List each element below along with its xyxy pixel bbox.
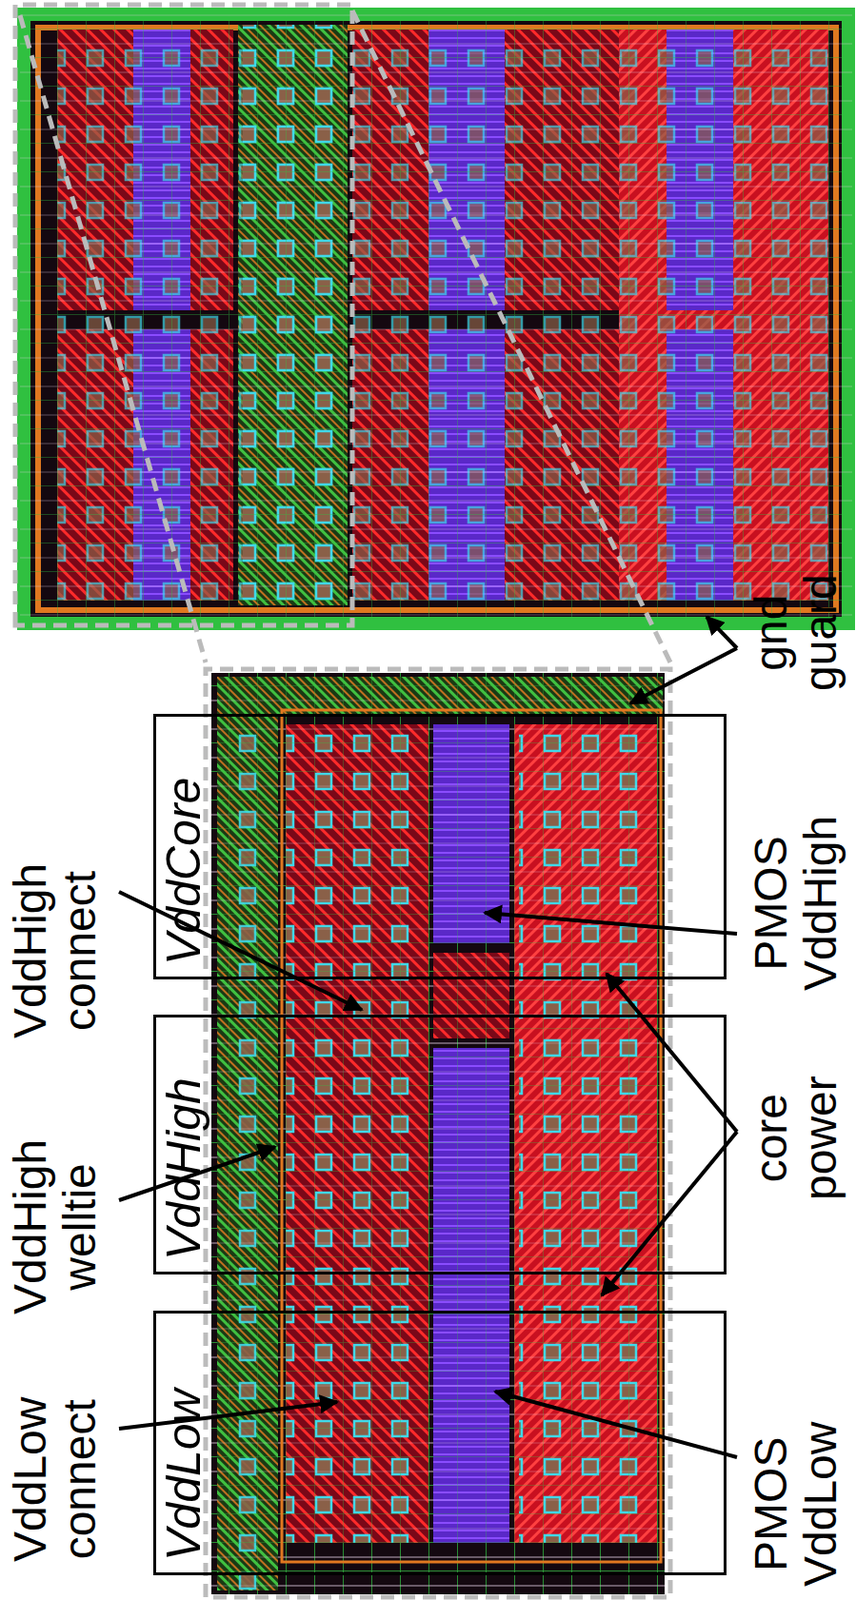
callout-label: VddHigh connect <box>5 863 105 1039</box>
region-label: VddCore <box>156 766 213 977</box>
callout-label: PMOS VddLow <box>746 1422 846 1588</box>
supply-region-box: VddCore <box>153 714 727 980</box>
callout-label: core power <box>746 1075 846 1201</box>
callout-text: VddHigh connect <box>5 863 105 1039</box>
callout-label: PMOS VddHigh <box>746 816 846 992</box>
callout-text: core power <box>746 1075 846 1201</box>
region-label: VddHigh <box>156 1066 213 1273</box>
callout-text: PMOS VddLow <box>746 1422 846 1588</box>
callout-label: VddLow connect <box>5 1397 105 1563</box>
callout-text: PMOS VddHigh <box>746 816 846 992</box>
callout-text: VddHigh welltie <box>5 1139 105 1315</box>
callout-label: gnd guard <box>746 574 846 692</box>
supply-region-box: VddHigh <box>153 1015 727 1275</box>
supply-region-box: VddLow <box>153 1311 727 1576</box>
region-label: VddLow <box>156 1377 213 1573</box>
callout-text: gnd guard <box>746 574 846 692</box>
callout-text: VddLow connect <box>5 1397 105 1563</box>
callout-label: VddHigh welltie <box>5 1139 105 1315</box>
